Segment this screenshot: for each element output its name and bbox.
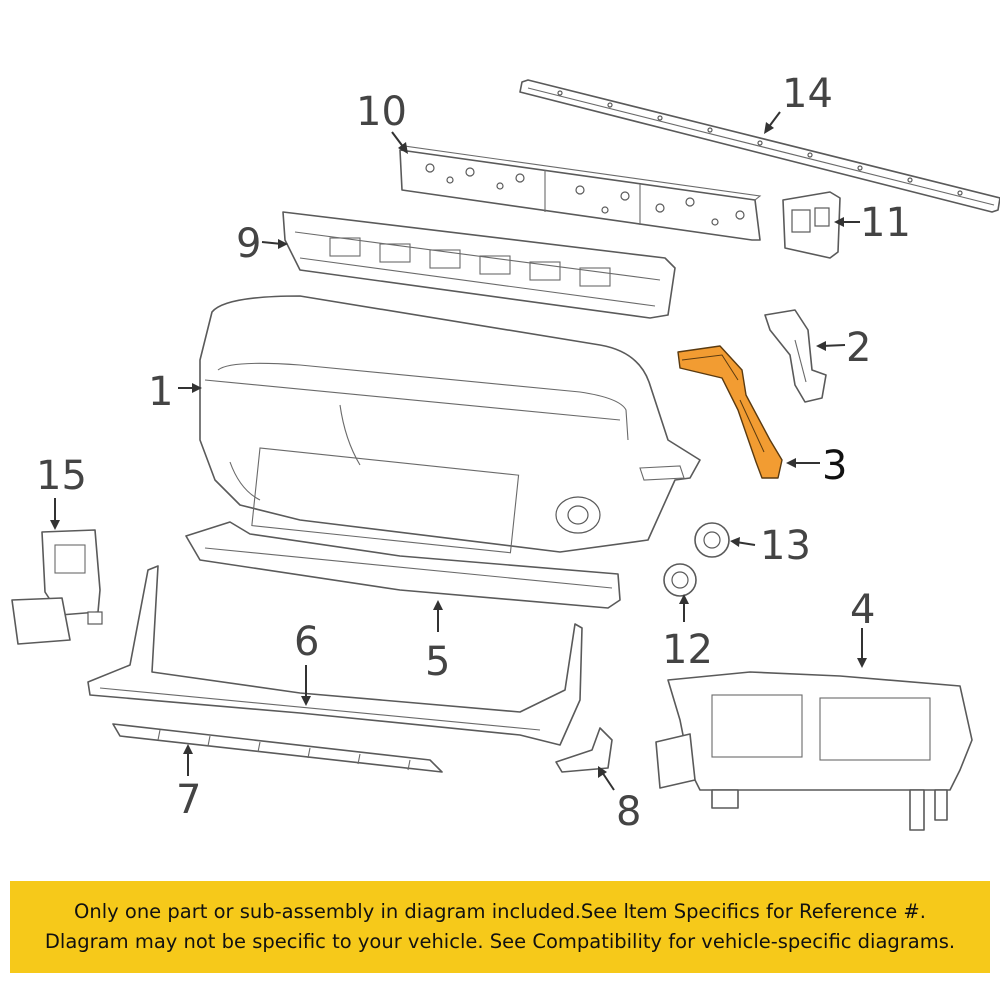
part-7-strip (112, 723, 443, 773)
part-5-molding (185, 521, 621, 609)
part-1-fascia (199, 295, 701, 554)
callout-14: 14 (782, 71, 833, 117)
callout-8: 8 (616, 789, 642, 835)
part-8-deflector (555, 727, 613, 773)
part-13-grommet (694, 522, 730, 558)
callout-10: 10 (356, 89, 407, 135)
callout-13: 13 (760, 523, 811, 569)
part-12-grommet (663, 563, 697, 597)
part-15-sensor (11, 529, 103, 645)
callout-15: 15 (36, 453, 87, 499)
callout-4: 4 (850, 587, 876, 633)
part-10-reinforcement (399, 145, 762, 241)
callout-6: 6 (294, 619, 320, 665)
callout-1: 1 (148, 369, 174, 415)
callout-3: 3 (822, 443, 848, 489)
part-14-strip (519, 79, 1000, 213)
part-11-bracket (782, 191, 841, 259)
callout-11: 11 (860, 200, 911, 246)
part-9-absorber (282, 211, 676, 319)
callout-5: 5 (425, 639, 451, 685)
disclaimer-banner: Only one part or sub-assembly in diagram… (10, 881, 990, 973)
part-4-carrier (655, 671, 973, 831)
disclaimer-line-2: Dlagram may not be specific to your vehi… (44, 930, 956, 953)
callout-12: 12 (662, 627, 713, 673)
part-3-bracket-highlighted (677, 345, 783, 479)
callout-7: 7 (176, 777, 202, 823)
callout-2: 2 (846, 325, 872, 371)
part-6-valance (87, 565, 583, 746)
disclaimer-line-1: Only one part or sub-assembly in diagram… (74, 900, 926, 923)
part-2-bracket (764, 309, 827, 403)
callout-arrows (50, 111, 867, 791)
callout-9: 9 (236, 221, 262, 267)
parts-diagram (11, 79, 1000, 831)
